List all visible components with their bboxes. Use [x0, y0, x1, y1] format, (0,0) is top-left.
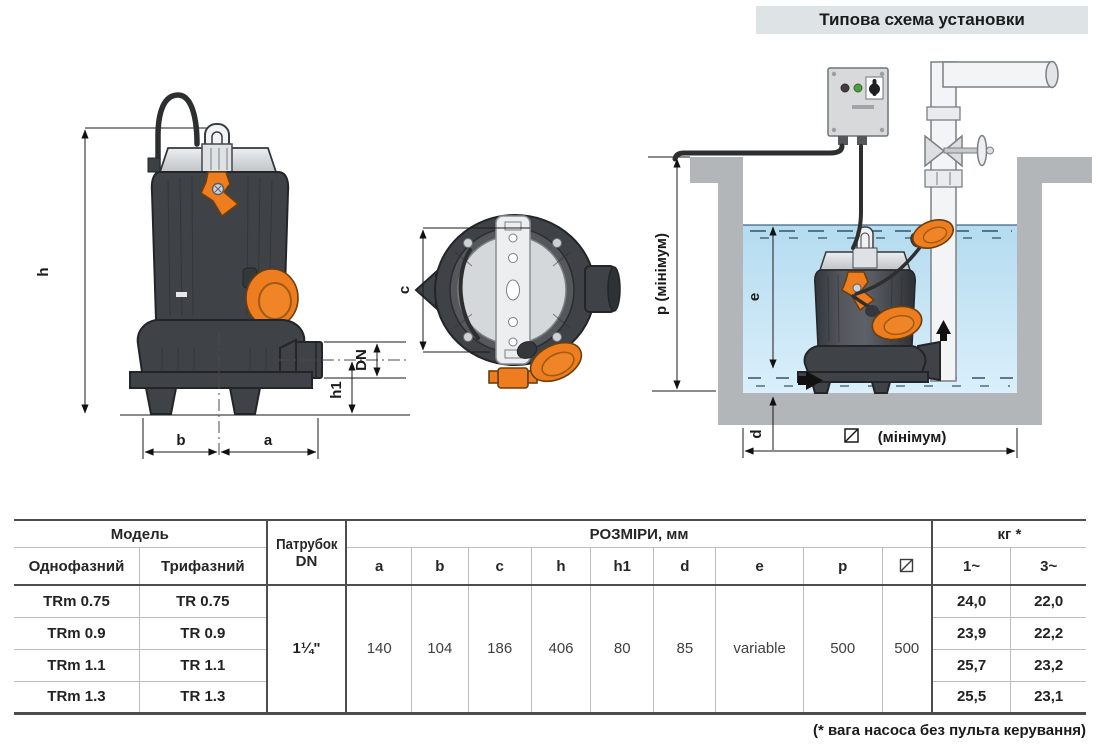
top-view-handle [497, 367, 529, 389]
pit-width-label: (мінімум) [844, 428, 947, 446]
model-single: TRm 1.3 [14, 680, 140, 714]
col-header-three-phase: Трифазний [138, 547, 268, 586]
dim-label-p: p (мінімум) [653, 233, 670, 315]
indicator-led-dark [840, 83, 850, 93]
dim-p-value: 500 [802, 584, 883, 714]
col-header-e: e [715, 547, 804, 586]
dn-value: 1¼" [265, 584, 348, 714]
svg-text:(мінімум): (мінімум) [878, 429, 947, 446]
weight-1ph: 25,5 [930, 680, 1012, 714]
dim-label-h1: h1 [328, 381, 345, 399]
dim-label-e: e [746, 293, 763, 301]
col-header-h1: h1 [590, 547, 655, 586]
installation-scheme: p (мінімум) e d (мінімум) [648, 60, 1092, 458]
weight-3ph: 23,1 [1010, 680, 1086, 714]
col-header-a: a [345, 547, 413, 586]
weight-3ph: 22,2 [1010, 616, 1086, 650]
weight-1ph: 24,0 [930, 584, 1012, 618]
pump-top-view: c [396, 214, 621, 389]
weight-1ph: 25,7 [930, 648, 1012, 682]
col-header-1ph-weight: 1~ [930, 547, 1012, 586]
model-three: TR 1.1 [138, 648, 268, 682]
model-single: TRm 0.9 [14, 616, 140, 650]
inflow-arrow [798, 371, 823, 390]
flow-up-arrow [936, 320, 951, 341]
dim-square-value: 500 [881, 584, 933, 714]
dim-d-value: 85 [653, 584, 717, 714]
col-header-dimensions: РОЗМІРИ, мм [345, 519, 933, 548]
col-header-weight: кг * [930, 519, 1086, 548]
dim-label-h: h [35, 267, 52, 276]
col-header-c: c [467, 547, 532, 586]
table-row: TRm 1.3 TR 1.3 25,5 23,1 [14, 680, 1086, 714]
weight-footnote: (* вага насоса без пульта керування) [813, 722, 1086, 739]
control-box [827, 67, 889, 145]
dim-label-a: a [264, 432, 273, 449]
weight-1ph: 23,9 [930, 616, 1012, 650]
col-header-d: d [653, 547, 717, 586]
dim-a-value: 140 [345, 584, 413, 714]
pump-side-view: h DN h1 b a [35, 92, 410, 459]
dim-h1-value: 80 [590, 584, 655, 714]
gate-valve [924, 134, 994, 168]
dim-label-d: d [748, 429, 765, 438]
dim-c-value: 186 [467, 584, 532, 714]
col-header-h: h [530, 547, 592, 586]
table-row: TRm 0.9 TR 0.9 23,9 22,2 [14, 616, 1086, 650]
col-header-square [881, 547, 933, 586]
weight-3ph: 22,0 [1010, 584, 1086, 618]
col-header-p: p [802, 547, 883, 586]
col-header-b: b [411, 547, 469, 586]
col-header-model: Модель [14, 519, 268, 548]
model-three: TR 0.75 [138, 584, 268, 618]
model-single: TRm 1.1 [14, 648, 140, 682]
model-three: TR 1.3 [138, 680, 268, 714]
table-row: TRm 0.75 TR 0.75 1¼" 140 104 186 406 80 … [14, 584, 1086, 714]
page-title: Типова схема установки [756, 6, 1088, 34]
spec-table: Модель Патрубок DN РОЗМІРИ, мм кг * Одно… [14, 519, 1086, 715]
weight-3ph: 23,2 [1010, 648, 1086, 682]
valve-handwheel [976, 134, 988, 167]
table-row: TRm 1.1 TR 1.1 25,7 23,2 [14, 648, 1086, 682]
col-header-single-phase: Однофазний [14, 547, 140, 586]
model-single: TRm 0.75 [14, 584, 140, 618]
technical-drawings: h DN h1 b a [35, 60, 1092, 459]
dim-e-value: variable [715, 584, 804, 714]
dim-h-value: 406 [530, 584, 592, 714]
model-three: TR 0.9 [138, 616, 268, 650]
dim-label-dn: DN [353, 349, 370, 371]
dim-b-value: 104 [411, 584, 469, 714]
col-header-port-dn: Патрубок DN [265, 519, 348, 586]
dim-label-b: b [176, 432, 185, 449]
installed-pump [797, 226, 941, 394]
indicator-led-green [853, 83, 863, 93]
square-dim-icon [900, 558, 914, 572]
col-header-3ph-weight: 3~ [1010, 547, 1086, 586]
dim-label-c: c [396, 286, 413, 294]
